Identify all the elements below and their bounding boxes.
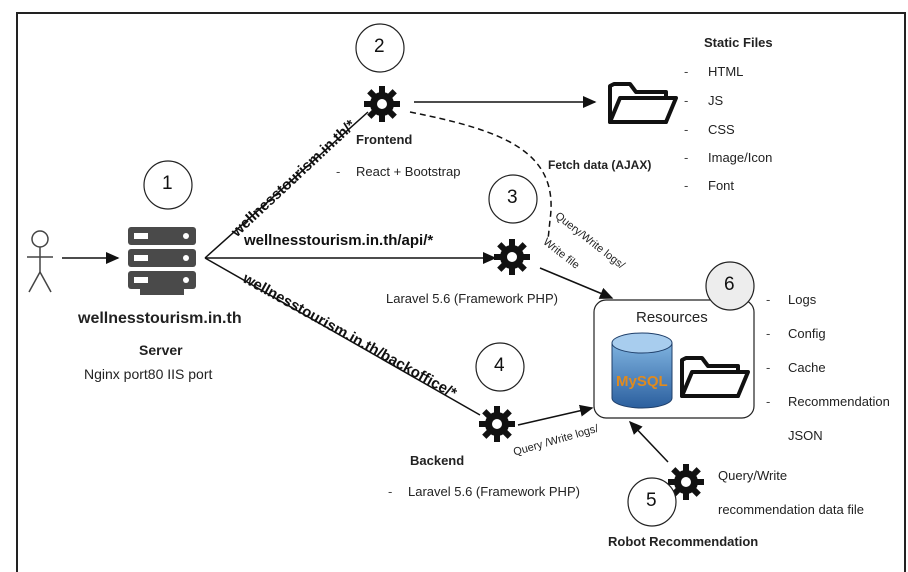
fetch-ajax-label: Fetch data (AJAX) bbox=[548, 158, 652, 172]
backend-title: Backend bbox=[410, 453, 465, 468]
server-icon bbox=[128, 227, 196, 295]
static-bullet-5: - bbox=[684, 178, 689, 193]
resources-item-json: JSON bbox=[788, 428, 823, 443]
static-bullet-3: - bbox=[684, 122, 689, 137]
robot-query-line2: recommendation data file bbox=[718, 502, 864, 517]
robot-to-resources-arrow bbox=[628, 420, 669, 463]
backend-to-resources-arrow bbox=[517, 404, 594, 426]
step-1-circle bbox=[143, 160, 193, 210]
step-5-number: 5 bbox=[646, 490, 657, 511]
backend-tech: Laravel 5.6 (Framework PHP) bbox=[408, 484, 580, 499]
user-icon bbox=[27, 230, 53, 293]
step-6-number: 6 bbox=[724, 274, 735, 295]
frontend-tech: React + Bootstrap bbox=[356, 164, 461, 179]
static-folder-icon bbox=[608, 82, 678, 124]
api-tech: Laravel 5.6 (Framework PHP) bbox=[386, 291, 558, 306]
api-gear-icon bbox=[494, 239, 530, 275]
backend-gear-icon bbox=[479, 406, 515, 442]
static-item-js: JS bbox=[708, 93, 724, 108]
server-to-frontend-line bbox=[204, 111, 369, 259]
step-2-circle bbox=[355, 23, 405, 73]
frontend-gear-icon bbox=[364, 86, 400, 122]
step-6-circle bbox=[705, 261, 755, 311]
step-4-number: 4 bbox=[494, 355, 505, 376]
static-bullet-4: - bbox=[684, 150, 689, 165]
diagram-frame bbox=[16, 12, 906, 572]
step-3-circle bbox=[488, 174, 538, 224]
static-item-font: Font bbox=[708, 178, 735, 193]
static-files-title: Static Files bbox=[704, 35, 773, 50]
resources-bullet-4: - bbox=[766, 394, 771, 409]
server-domain: wellnesstourism.in.th bbox=[78, 310, 242, 327]
api-url: wellnesstourism.in.th/api/* bbox=[244, 232, 434, 249]
server-subtitle: Nginx port80 IIS port bbox=[84, 366, 213, 382]
static-item-html: HTML bbox=[708, 64, 744, 79]
static-item-image-icon: Image/Icon bbox=[708, 150, 773, 165]
resources-item-recommendation: Recommendation bbox=[788, 394, 890, 409]
resources-bullet-2: - bbox=[766, 326, 771, 341]
static-item-css: CSS bbox=[708, 122, 735, 137]
step-5-circle bbox=[627, 477, 677, 527]
resources-bullet-1: - bbox=[766, 292, 771, 307]
static-bullet-1: - bbox=[684, 64, 689, 79]
frontend-title: Frontend bbox=[356, 132, 413, 147]
robot-title: Robot Recommendation bbox=[608, 534, 759, 549]
step-4-circle bbox=[475, 342, 525, 392]
step-3-number: 3 bbox=[507, 187, 518, 208]
static-bullet-2: - bbox=[684, 93, 689, 108]
step-2-number: 2 bbox=[374, 36, 385, 57]
step-1-number: 1 bbox=[162, 173, 173, 194]
resources-item-cache: Cache bbox=[788, 360, 826, 375]
server-to-backend-line bbox=[204, 257, 481, 416]
server-title: Server bbox=[139, 342, 183, 358]
backend-tech-bullet: - bbox=[388, 484, 393, 499]
mysql-database-icon: MySQL bbox=[611, 332, 673, 409]
resources-title: Resources bbox=[636, 309, 708, 326]
api-to-resources-arrow bbox=[539, 267, 614, 299]
robot-query-line1: Query/Write bbox=[718, 468, 788, 483]
resources-bullet-3: - bbox=[766, 360, 771, 375]
fetch-ajax-dashed-curve bbox=[409, 111, 552, 241]
svg-text:MySQL: MySQL bbox=[616, 373, 668, 390]
resources-item-config: Config bbox=[788, 326, 826, 341]
resources-item-logs: Logs bbox=[788, 292, 817, 307]
frontend-tech-bullet: - bbox=[336, 164, 341, 179]
